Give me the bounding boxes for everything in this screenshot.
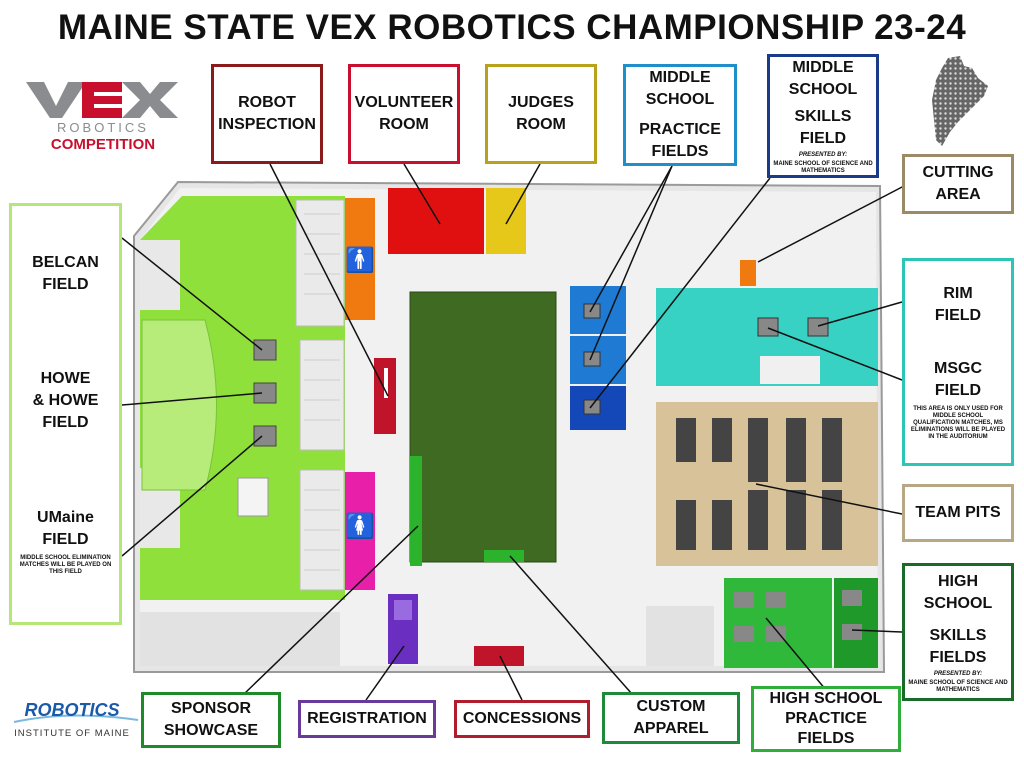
maine-state-icon	[932, 56, 988, 146]
robotics-institute-of-maine-logo: ROBOTICS INSTITUTE OF MAINE	[13, 700, 139, 739]
page-title: MAINE STATE VEX ROBOTICS CHAMPIONSHIP 23…	[57, 8, 967, 47]
msgc-note: THIS AREA IS ONLY USED FOR MIDDLE SCHOOL…	[910, 406, 1006, 441]
vex-logo-line1: ROBOTICS	[57, 120, 149, 135]
auditorium-fields-label: BELCAN FIELD HOWE & HOWE FIELD UMaine FI…	[9, 203, 122, 625]
rim-logo-line1: ROBOTICS	[24, 700, 119, 720]
vex-logo-line2: COMPETITION	[51, 136, 155, 153]
msgc-field-label: MSGC FIELD THIS AREA IS ONLY USED FOR MI…	[910, 360, 1006, 441]
registration-label: REGISTRATION	[298, 700, 436, 738]
rim-msgc-fields-label: RIM FIELD MSGC FIELD THIS AREA IS ONLY U…	[902, 258, 1014, 466]
svg-text:🚺: 🚺	[345, 512, 375, 540]
belcan-field-label: BELCAN FIELD	[32, 254, 99, 294]
rim-logo-line2: INSTITUTE OF MAINE	[14, 728, 130, 739]
team-pits-label: TEAM PITS	[902, 484, 1014, 542]
howe-field-label: HOWE & HOWE FIELD	[32, 370, 99, 432]
concessions-label: CONCESSIONS	[454, 700, 590, 738]
svg-text:🚹: 🚹	[345, 246, 375, 274]
ms-skills-field-label: MIDDLE SCHOOL SKILLS FIELD PRESENTED BY:…	[767, 54, 879, 178]
custom-apparel-label: CUSTOM APPAREL	[602, 692, 740, 744]
rim-field-label: RIM FIELD	[934, 284, 982, 324]
auditorium-area	[140, 196, 345, 600]
judges-room-label: JUDGES ROOM	[485, 64, 597, 164]
umaine-note: MIDDLE SCHOOL ELIMINATION MATCHES WILL B…	[19, 554, 112, 575]
ms-practice-fields-label: MIDDLE SCHOOL PRACTICE FIELDS	[623, 64, 737, 166]
vex-robotics-competition-logo: ROBOTICS COMPETITION	[26, 82, 178, 153]
sponsor-showcase-label: SPONSOR SHOWCASE	[141, 692, 281, 748]
volunteer-room-label: VOLUNTEER ROOM	[348, 64, 460, 164]
robot-inspection-label: ROBOT INSPECTION	[211, 64, 323, 164]
umaine-field-label: UMaine FIELD MIDDLE SCHOOL ELIMINATION M…	[16, 507, 115, 576]
hs-skills-fields-label: HIGH SCHOOL SKILLS FIELDS PRESENTED BY: …	[902, 563, 1014, 701]
cutting-area-label: CUTTING AREA	[902, 154, 1014, 214]
vex-wordmark	[26, 82, 178, 118]
hs-practice-fields-label: HIGH SCHOOL PRACTICE FIELDS	[751, 686, 901, 752]
